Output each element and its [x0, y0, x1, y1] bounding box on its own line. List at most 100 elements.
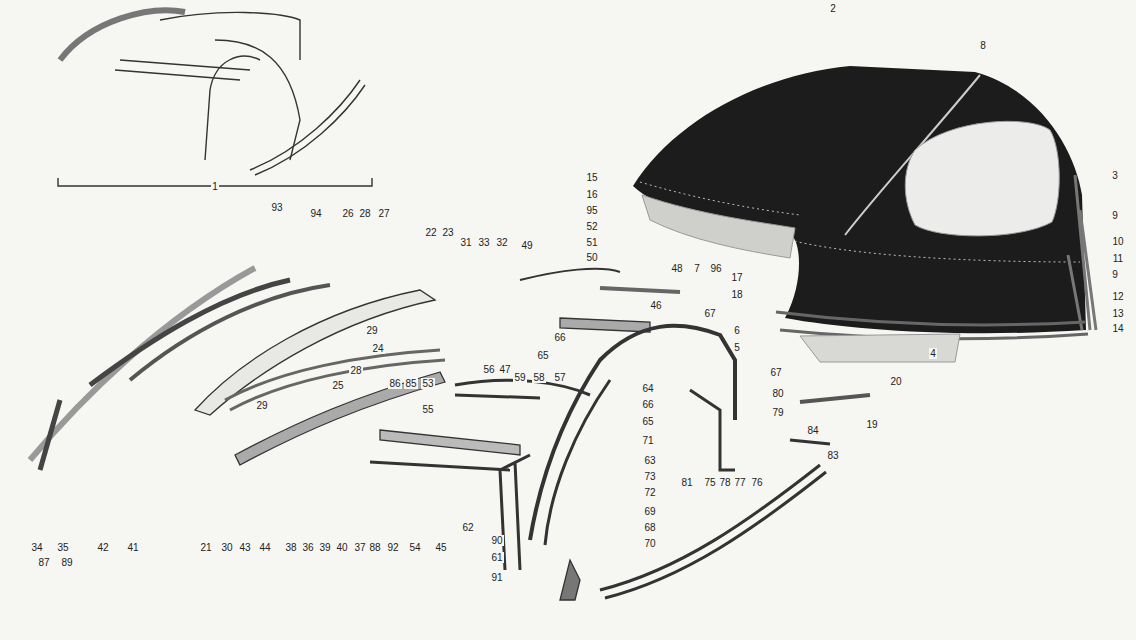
callout-number: 53: [421, 378, 434, 389]
callout-number: 8: [979, 40, 987, 51]
callout-number: 18: [730, 289, 743, 300]
callout-number: 63: [643, 455, 656, 466]
rear-window: [905, 121, 1059, 236]
pad: [800, 334, 960, 362]
inset-frame: [58, 10, 372, 186]
callout-number: 35: [56, 542, 69, 553]
callout-number: 36: [301, 542, 314, 553]
top-fabric: [633, 66, 1086, 333]
callout-number: 64: [641, 383, 654, 394]
callout-number: 67: [703, 308, 716, 319]
callout-number: 7: [693, 263, 701, 274]
callout-number: 50: [585, 252, 598, 263]
callout-number: 31: [459, 237, 472, 248]
callout-number: 90: [490, 535, 503, 546]
side-rail: [235, 372, 445, 465]
callout-number: 23: [441, 227, 454, 238]
seal-strip: [40, 400, 60, 470]
rear-bow: [600, 465, 826, 598]
main-bow: [545, 380, 610, 545]
callout-number: 66: [641, 399, 654, 410]
callout-number: 52: [585, 221, 598, 232]
strip: [790, 440, 830, 444]
callout-number: 29: [365, 325, 378, 336]
callout-number: 30: [220, 542, 233, 553]
frame-parts: [30, 268, 870, 600]
callout-number: 9: [1111, 210, 1119, 221]
inset-rail: [115, 60, 250, 80]
header-plate: [380, 430, 520, 455]
pillar-seal: [500, 455, 530, 570]
callout-number: 28: [358, 208, 371, 219]
callout-number: 96: [709, 263, 722, 274]
callout-number: 34: [30, 542, 43, 553]
callout-number: 49: [520, 240, 533, 251]
callout-number: 93: [270, 202, 283, 213]
callout-number: 94: [309, 208, 322, 219]
callout-number: 79: [771, 407, 784, 418]
callout-number: 65: [641, 416, 654, 427]
callout-number: 2: [829, 3, 837, 14]
link: [600, 288, 680, 292]
rod: [370, 462, 510, 470]
callout-number: 84: [806, 425, 819, 436]
callout-number: 47: [498, 364, 511, 375]
callout-number: 17: [730, 272, 743, 283]
callout-number: 71: [641, 435, 654, 446]
callout-number: 48: [670, 263, 683, 274]
callout-number: 10: [1111, 236, 1124, 247]
top-cover: [633, 66, 1096, 362]
callout-number: 76: [750, 477, 763, 488]
callout-number: 37: [353, 542, 366, 553]
main-bow: [530, 326, 735, 540]
callout-number: 46: [649, 300, 662, 311]
callout-number: 28: [349, 365, 362, 376]
callout-number: 27: [377, 208, 390, 219]
callout-number: 89: [60, 557, 73, 568]
callout-number: 40: [335, 542, 348, 553]
callout-number: 77: [733, 477, 746, 488]
callout-number: 65: [536, 350, 549, 361]
inset-pillar: [205, 40, 300, 160]
callout-number: 92: [386, 542, 399, 553]
windshield-seal: [30, 268, 255, 460]
callout-number: 12: [1111, 291, 1124, 302]
callout-number: 78: [718, 477, 731, 488]
inset-bow: [160, 12, 300, 60]
callout-number: 15: [585, 172, 598, 183]
callout-number: 6: [733, 325, 741, 336]
callout-number: 54: [408, 542, 421, 553]
callout-number: 14: [1111, 323, 1124, 334]
callout-number: 73: [643, 471, 656, 482]
callout-number: 57: [553, 372, 566, 383]
callout-number: 66: [553, 332, 566, 343]
callout-number: 56: [482, 364, 495, 375]
callout-number: 68: [643, 522, 656, 533]
callout-number: 22: [424, 227, 437, 238]
callout-number: 29: [255, 400, 268, 411]
callout-number: 33: [477, 237, 490, 248]
callout-number: 45: [434, 542, 447, 553]
callout-number: 9: [1111, 269, 1119, 280]
callout-number: 39: [318, 542, 331, 553]
callout-number: 32: [495, 237, 508, 248]
rear-strip: [1068, 175, 1096, 330]
callout-number: 95: [585, 205, 598, 216]
callout-number: 91: [490, 572, 503, 583]
callout-number: 25: [331, 380, 344, 391]
callout-number: 62: [461, 522, 474, 533]
callout-number: 88: [368, 542, 381, 553]
callout-number: 3: [1111, 170, 1119, 181]
callout-number: 72: [643, 487, 656, 498]
callout-number: 61: [490, 552, 503, 563]
link: [455, 380, 590, 398]
callout-number: 83: [826, 450, 839, 461]
callout-number: 24: [371, 343, 384, 354]
front-rail: [225, 350, 445, 410]
callout-number: 55: [421, 404, 434, 415]
strip: [800, 395, 870, 402]
callout-number: 41: [126, 542, 139, 553]
callout-number: 1: [211, 181, 219, 192]
